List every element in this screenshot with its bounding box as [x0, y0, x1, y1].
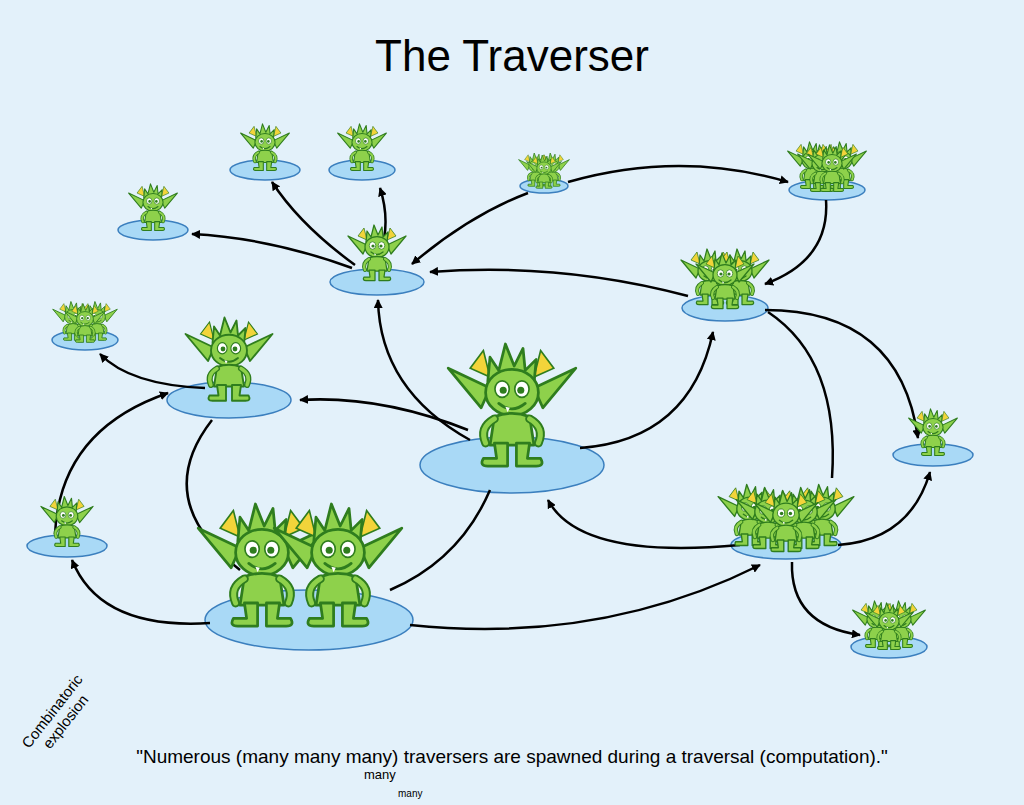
diagram-title: The Traverser [0, 32, 1024, 80]
traverser [274, 504, 402, 626]
arrow [765, 200, 826, 284]
pad [230, 160, 300, 180]
side-note: Combinatoric explosion [12, 663, 106, 770]
arrow [300, 399, 468, 430]
traverser [348, 225, 406, 281]
traverser [865, 603, 914, 650]
traverser [754, 491, 818, 552]
arrow [768, 312, 833, 478]
arrow [430, 270, 688, 296]
arrow [100, 354, 205, 388]
pads [27, 160, 973, 658]
note-text: many [364, 768, 408, 782]
arrow [410, 565, 760, 629]
arrow [548, 500, 740, 548]
note-text: many [398, 788, 434, 799]
arrow [838, 472, 930, 545]
arrow [580, 332, 713, 448]
traverser [241, 124, 290, 171]
arrow [378, 300, 470, 440]
pad [329, 160, 395, 180]
caption: "Numerous (many many many) traversers ar… [60, 747, 964, 768]
pad [118, 220, 188, 240]
arrow [412, 193, 528, 264]
traversers [41, 124, 957, 650]
traverser [65, 304, 106, 343]
arrow [568, 166, 788, 182]
arrow [390, 490, 490, 590]
traverser [808, 145, 857, 192]
traverser [129, 184, 178, 231]
traverser [338, 124, 387, 171]
arrows [55, 166, 930, 635]
traverser [696, 253, 754, 309]
arrow [72, 560, 210, 624]
arrow [192, 234, 352, 268]
arrow [792, 562, 860, 635]
traverser [527, 155, 562, 188]
traverser [186, 318, 273, 401]
pad [330, 269, 424, 295]
traverser [41, 497, 93, 547]
traverser [909, 409, 958, 456]
traverser [448, 344, 576, 466]
arrow [272, 182, 355, 265]
